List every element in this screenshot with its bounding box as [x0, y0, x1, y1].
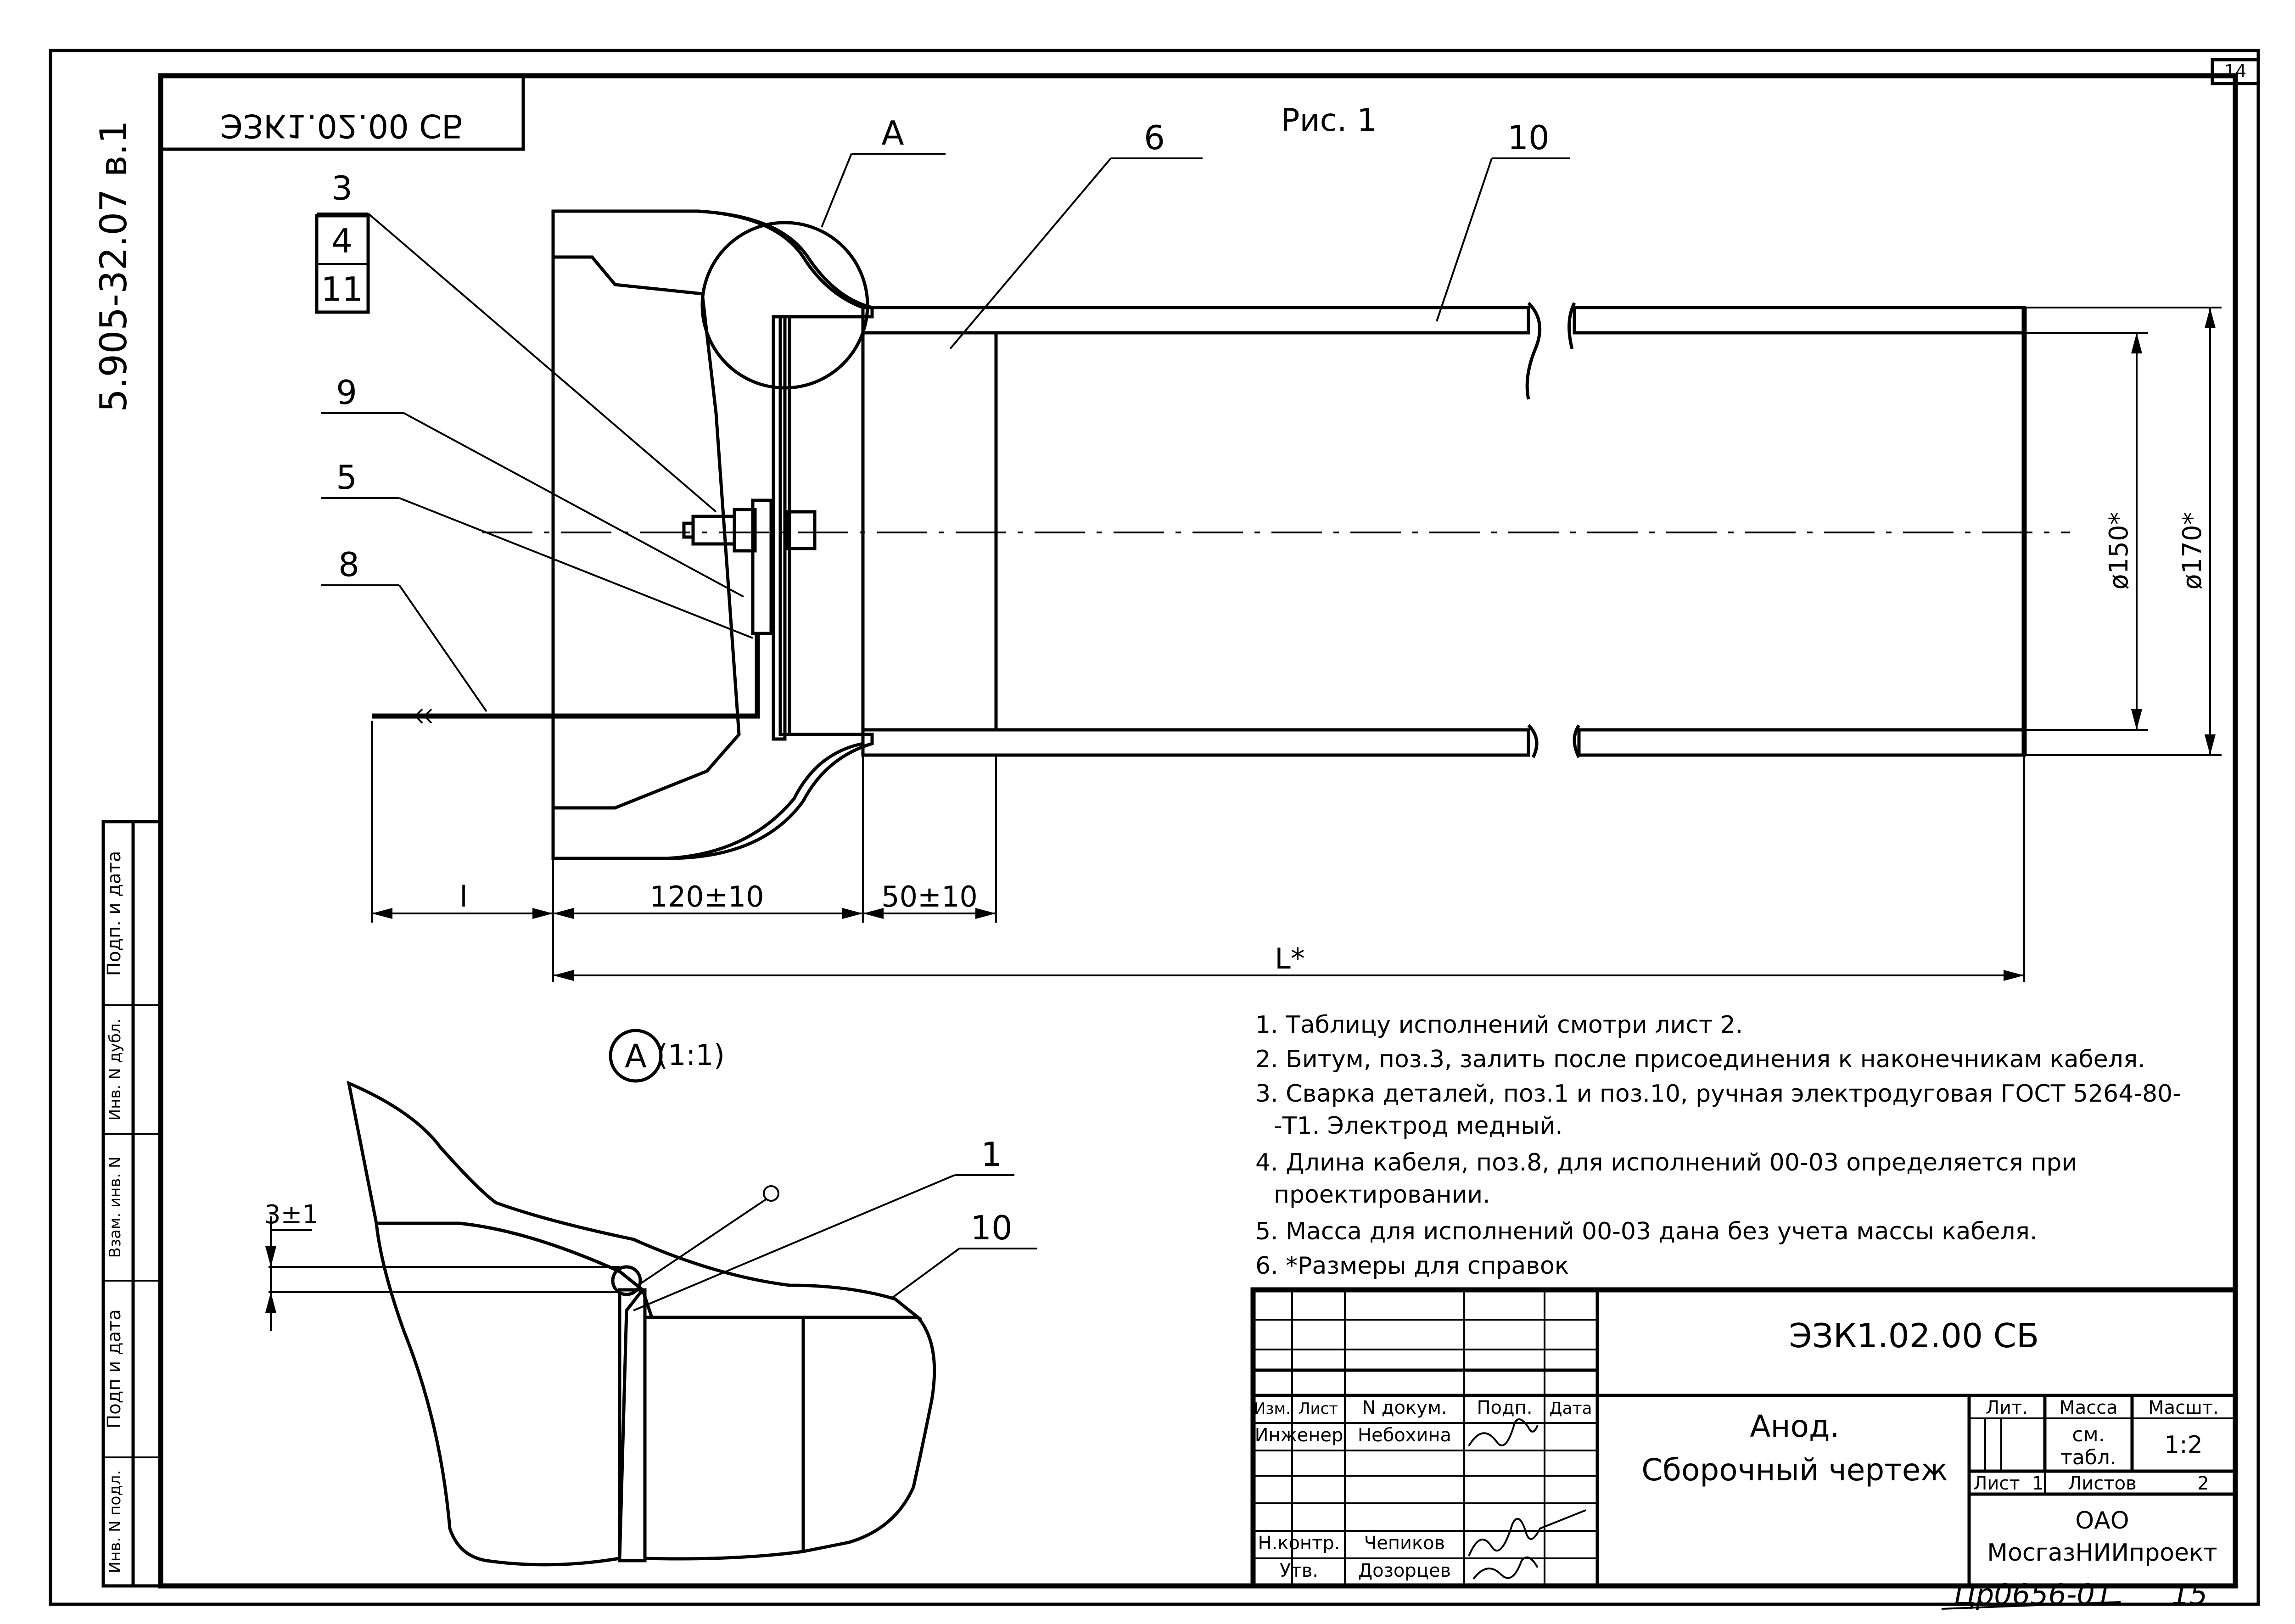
callout-3: 3 [331, 169, 353, 207]
detail-callout-10: 10 [970, 1209, 1013, 1247]
tb-sheets-label: Листов [2068, 1473, 2136, 1494]
dim-d150: ø150* [2104, 512, 2134, 589]
mirrored-code: ЭЗК1.02.00 СБ [220, 107, 464, 145]
series-code: 5.905-32.07 в.1 [92, 120, 135, 412]
detail-a-circle [700, 221, 869, 390]
note-1: 1. Таблицу исполнений смотри лист 2. [1255, 1011, 1743, 1039]
tb-col-doc: N докум. [1362, 1397, 1447, 1418]
nut-left [691, 515, 736, 546]
tb-org-line2: МосгазНИИпроект [1987, 1539, 2217, 1567]
tb-mass-value-1: см. [2072, 1423, 2105, 1446]
tb-name-line1: Анод. [1750, 1409, 1839, 1444]
tb-designation: ЭЗК1.02.00 СБ [1789, 1316, 2039, 1355]
inner-fill [552, 256, 740, 809]
figure-label: Рис. 1 [1281, 102, 1377, 139]
callout-10: 10 [1507, 118, 1550, 157]
pipe-wall-top [861, 306, 2026, 335]
side-stamp: Подп. и дата Инв. N дубл. Взам. инв. N П… [101, 820, 162, 1588]
note-5: 5. Масса для исполнений 00-03 дана без у… [1255, 1218, 2037, 1245]
callout-9: 9 [336, 373, 357, 412]
note-2: 2. Битум, поз.3, залить после присоедине… [1255, 1046, 2145, 1073]
end-cap [551, 209, 874, 860]
note-3-cont: -Т1. Электрод медный. [1274, 1112, 1563, 1140]
tb-mass-value-2: табл. [2060, 1446, 2116, 1469]
sheet-frame: 14 [49, 49, 2260, 1606]
detail-view-letter: А [625, 1037, 647, 1075]
stamp-label-sign-date-1: Подп. и дата [104, 851, 125, 976]
tb-name-approve: Дозорцев [1358, 1560, 1451, 1581]
pipe-wall-bottom [861, 728, 2026, 757]
tb-col-list: Лист [1299, 1400, 1338, 1418]
note-4: 4. Длина кабеля, поз.8, для исполнений 0… [1255, 1149, 2077, 1176]
signature-approve [1472, 1556, 1539, 1580]
note-3: 3. Сварка деталей, поз.1 и поз.10, ручна… [1255, 1080, 2181, 1108]
tb-mass-label: Масса [2059, 1397, 2118, 1418]
detail-view-scale: (1:1) [657, 1038, 725, 1072]
tb-name-engineer: Небохина [1358, 1425, 1451, 1446]
main-view [372, 209, 2070, 860]
detail-callout-1: 1 [981, 1135, 1002, 1174]
stamp-label-orig-inv: Инв. N подл. [106, 1470, 124, 1574]
tb-col-date: Дата [1549, 1399, 1592, 1418]
bottom-page: 15 [2172, 1578, 2208, 1611]
dim-L: L* [1275, 942, 1305, 975]
callout-11: 11 [321, 270, 363, 308]
tb-role-control: Н.контр. [1258, 1533, 1340, 1554]
callouts-main: А 6 10 3 4 11 9 5 8 [315, 114, 1570, 712]
callout-6: 6 [1144, 118, 1165, 157]
lug [751, 498, 773, 635]
callout-4: 4 [331, 222, 353, 260]
callout-detail-a: А [881, 114, 904, 152]
note-6: 6. *Размеры для справок [1255, 1252, 1569, 1280]
detail-plug [643, 1316, 805, 1561]
stamp-label-sign-date-2: Подп и дата [104, 1309, 125, 1428]
dim-120: 120±10 [649, 880, 764, 913]
signature-engineer [1468, 1418, 1539, 1447]
cable [372, 633, 760, 719]
dim-d170: ø170* [2177, 512, 2207, 589]
tb-col-izm: Изм. [1254, 1400, 1291, 1418]
callout-5: 5 [336, 458, 357, 497]
title-block: Изм. Лист N докум. Подп. Дата Инженер Не… [1250, 1287, 2238, 1589]
tb-name-line2: Сборочный чертеж [1641, 1452, 1948, 1488]
tb-name-control: Чепиков [1364, 1533, 1445, 1554]
detail-insulation [375, 1221, 645, 1567]
mirrored-code-box: ЭЗК1.02.00 СБ [159, 74, 525, 151]
stamp-label-replace-inv: Взам. инв. N [106, 1157, 124, 1258]
tb-sheet-value: 1 [2032, 1473, 2043, 1494]
dim-l: l [459, 880, 467, 913]
tb-role-approve: Утв. [1280, 1560, 1318, 1581]
tb-col-sign: Подп. [1477, 1397, 1532, 1418]
dim-50: 50±10 [881, 880, 978, 913]
tb-sheet-label: Лист [1973, 1473, 2020, 1494]
plug [861, 331, 998, 732]
signature-control [1468, 1509, 1586, 1557]
tb-sheets-value: 2 [2197, 1473, 2209, 1494]
dimensions: ø150* ø170* l 120±10 50±10 L* [371, 307, 2222, 982]
callout-8: 8 [338, 545, 359, 584]
tb-org-line1: ОАО [2075, 1507, 2129, 1534]
tb-role-engineer: Инженер [1255, 1425, 1343, 1446]
dim-gap: 3±1 [264, 1200, 319, 1230]
insulation-body [551, 209, 865, 860]
contact-plate [772, 315, 787, 741]
notes: 1. Таблицу исполнений смотри лист 2. 2. … [1255, 1011, 2181, 1280]
nut-right [785, 510, 817, 550]
tb-scale-label: Масшт. [2148, 1397, 2219, 1418]
page-number: 14 [2224, 61, 2246, 81]
tb-scale-value: 1:2 [2164, 1431, 2203, 1459]
note-4-cont: проектировании. [1274, 1181, 1490, 1209]
detail-view-marker [609, 1029, 663, 1083]
detail-view: А (1:1) 3±1 1 10 [264, 1029, 1037, 1567]
stamp-label-dup-inv: Инв. N дубл. [106, 1019, 124, 1121]
tb-lit-label: Лит. [1986, 1397, 2028, 1418]
